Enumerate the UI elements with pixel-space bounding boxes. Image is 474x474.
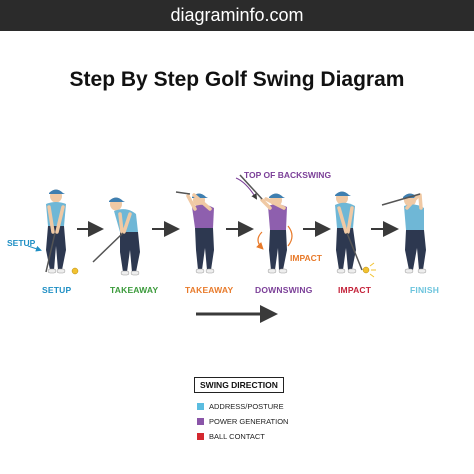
legend-swatch-red: [197, 433, 204, 440]
page-title: Step By Step Golf Swing Diagram: [69, 68, 405, 91]
legend-title: SWING DIRECTION: [194, 377, 284, 393]
step-label-finish: FINISH: [410, 285, 440, 295]
top-of-backswing-callout: TOP OF BACKSWING: [244, 170, 332, 180]
legend: SWING DIRECTION ADDRESS/POSTURE POWER GE…: [194, 375, 288, 441]
legend-swatch-purple: [197, 418, 204, 425]
golfer-downswing-figure: [235, 174, 293, 274]
step-label-setup: SETUP: [42, 285, 72, 295]
impact-callout: IMPACT: [290, 253, 322, 263]
legend-label: ADDRESS/POSTURE: [209, 402, 284, 411]
site-header-bar: diagraminfo.com: [0, 0, 474, 31]
golfer-backswing-figure: [175, 191, 215, 274]
golfer-impact-figure: [335, 191, 376, 278]
setup-callout: SETUP: [7, 238, 36, 248]
legend-swatch-blue: [197, 403, 204, 410]
legend-item-address-posture: ADDRESS/POSTURE: [197, 402, 284, 411]
legend-item-ball-contact: BALL CONTACT: [197, 432, 265, 441]
step-label-downswing: DOWNSWING: [255, 285, 313, 295]
legend-item-power-generation: POWER GENERATION: [197, 417, 288, 426]
swing-sequence-illustration: [27, 174, 427, 323]
golfer-takeaway-figure: [92, 197, 140, 276]
golfer-finish-figure: [381, 193, 427, 274]
step-label-impact: IMPACT: [338, 285, 372, 295]
legend-label: POWER GENERATION: [209, 417, 289, 426]
step-label-takeaway: TAKEAWAY: [110, 285, 159, 295]
site-name[interactable]: diagraminfo.com: [170, 5, 304, 25]
step-label-takeaway-2: TAKEAWAY: [185, 285, 234, 295]
legend-label: BALL CONTACT: [209, 432, 265, 441]
golfer-setup-figure: [27, 189, 79, 275]
